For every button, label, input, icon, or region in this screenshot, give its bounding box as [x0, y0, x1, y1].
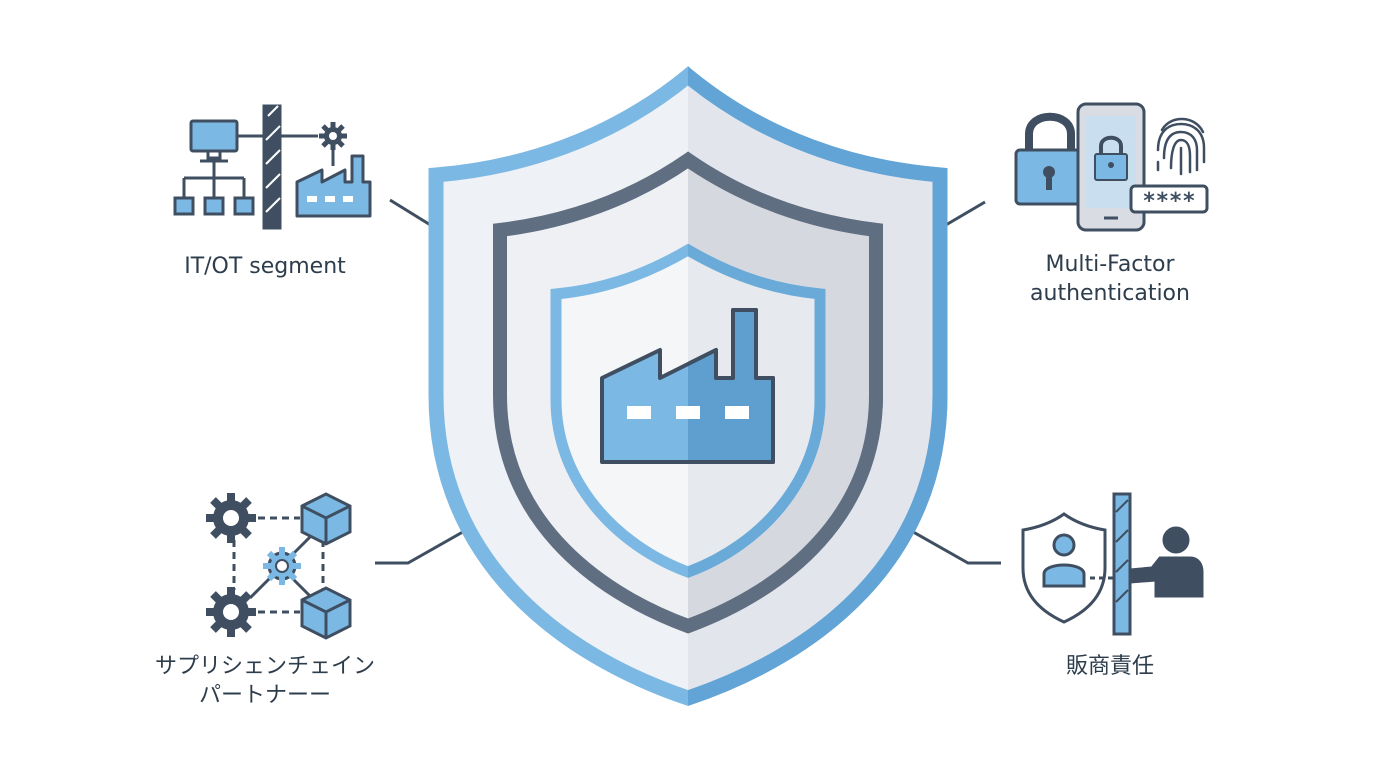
label-supply-chain-partners: サプリシェンチェイン パートナーー	[120, 652, 410, 710]
multi-factor-auth-icon: ****	[1014, 102, 1209, 232]
label-multi-factor-authentication: Multi-Factor authentication	[985, 250, 1235, 308]
package-icon	[300, 586, 352, 640]
monitor-icon	[189, 119, 239, 153]
factory-icon	[600, 308, 775, 464]
supply-chain-icon	[206, 492, 352, 640]
label-line: IT/OT segment	[184, 254, 346, 279]
gear-icon	[319, 122, 347, 150]
smartphone-icon	[1076, 102, 1146, 232]
person-icon	[1128, 526, 1204, 598]
factory-window	[725, 406, 749, 419]
firewall-bar	[1112, 492, 1132, 636]
firewall-bar	[262, 104, 282, 230]
label-line: Multi-Factor	[1045, 252, 1175, 277]
label-vendor-liability: 販商責任	[985, 652, 1235, 681]
label-line: サプリシェンチェイン	[154, 654, 375, 679]
label-line: パートナーー	[198, 683, 331, 708]
padlock-icon	[1014, 112, 1084, 206]
fingerprint-icon	[1156, 117, 1206, 176]
network-segment-icon	[173, 104, 372, 230]
pin-field: ****	[1129, 184, 1209, 214]
central-shield	[428, 66, 948, 706]
package-icon	[300, 492, 352, 546]
gear-icon	[206, 493, 256, 543]
gear-icon	[263, 547, 301, 585]
factory-window	[627, 406, 651, 419]
shield-person-icon	[1021, 512, 1107, 624]
label-itot-segment: IT/OT segment	[120, 252, 410, 281]
label-line: 販商責任	[1065, 654, 1154, 679]
vendor-liability-icon	[1021, 492, 1204, 636]
pin-mask: ****	[1143, 189, 1196, 214]
label-line: authentication	[1030, 281, 1190, 306]
gear-icon	[206, 587, 256, 637]
factory-window	[676, 406, 700, 419]
